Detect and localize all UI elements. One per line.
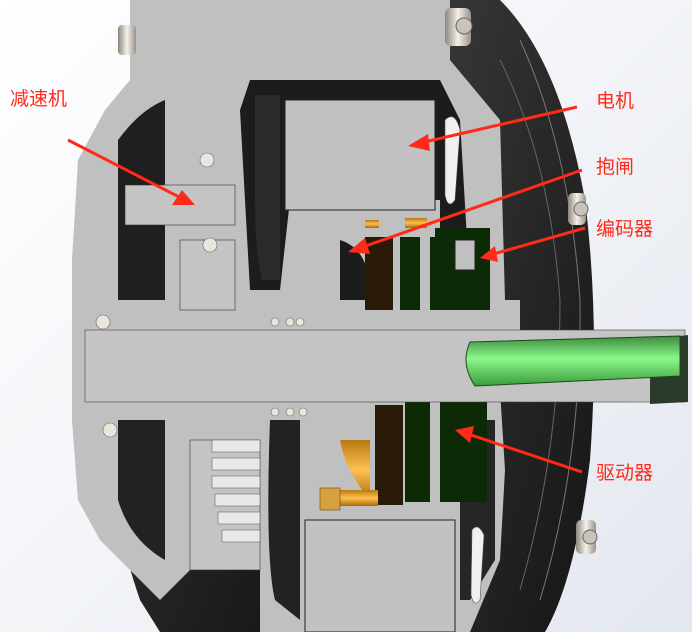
brake-disc-upper (365, 235, 393, 310)
driver-pcb (405, 402, 487, 502)
bearing-balls (95, 152, 308, 438)
annotation-arrows (67, 105, 586, 474)
brass-pin (340, 490, 378, 506)
label-brake: 抱闸 (596, 156, 635, 178)
motor-stator-bottom (304, 519, 456, 632)
label-encoder: 编码器 (596, 218, 654, 240)
brake-disc-lower (375, 405, 403, 505)
encoder-pcb-upper (400, 228, 490, 310)
bolts (118, 8, 598, 554)
shaft-key (465, 335, 681, 387)
motor-stator-top (284, 99, 436, 211)
brake-upper (340, 240, 371, 300)
label-driver: 驱动器 (596, 462, 654, 484)
label-reducer: 减速机 (10, 88, 68, 110)
gear-teeth (211, 439, 261, 543)
label-motor: 电机 (596, 90, 635, 112)
